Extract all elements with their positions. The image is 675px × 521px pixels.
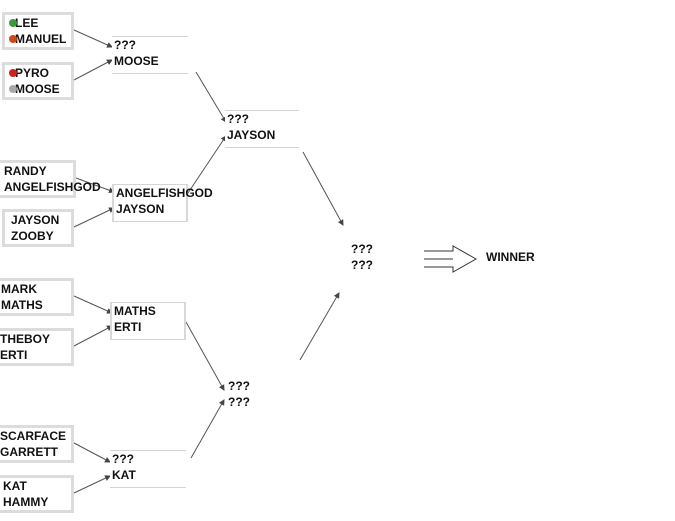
player-name: MOOSE (114, 54, 159, 68)
player-name: ??? (351, 242, 373, 256)
match-final: ??? ??? (343, 241, 393, 277)
connector-r2-3 (185, 321, 225, 391)
connector-r1-4 (73, 207, 115, 228)
player-name: ??? (227, 112, 249, 126)
match-semifinal-1: ??? JAYSON (225, 110, 299, 148)
player-name: ??? (228, 379, 250, 393)
player-name: JAYSON (227, 128, 276, 142)
player-name: MANUEL (15, 32, 67, 46)
connector-r1-6 (73, 325, 113, 347)
connector-r2-4 (190, 399, 225, 459)
player-name: ANGELFISHGOD (4, 180, 101, 194)
player-name: ??? (112, 452, 134, 466)
connector-sf-2 (299, 292, 340, 361)
player-name: KAT (112, 468, 136, 482)
player-name: ??? (351, 258, 373, 272)
connector-r1-7 (73, 442, 111, 463)
connector-r2-2 (185, 135, 227, 197)
match-r1-1: LEE MANUEL (2, 12, 74, 50)
player-name: MATHS (1, 298, 43, 312)
match-r1-7: SCARFACE GARRETT (0, 425, 74, 463)
player-name: ERTI (0, 348, 28, 362)
match-r1-5: MARK MATHS (0, 278, 74, 316)
player-name: MOOSE (15, 82, 60, 96)
player-name: HAMMY (3, 495, 49, 509)
player-name: JAYSON (116, 202, 165, 216)
player-name: KAT (3, 479, 27, 493)
match-r2-2: ANGELFISHGOD JAYSON (112, 184, 213, 222)
match-r2-1: ??? MOOSE (112, 36, 188, 74)
winner-arrow-icon (424, 245, 478, 273)
player-name: MARK (1, 282, 37, 296)
player-name: ZOOBY (11, 229, 54, 243)
match-r2-3: MATHS ERTI (110, 302, 186, 340)
connector-r2-1 (195, 71, 227, 123)
connector-r1-5 (73, 295, 113, 314)
match-r1-2: PYRO MOOSE (2, 62, 74, 100)
player-flag-icon (9, 69, 17, 77)
player-name: PYRO (15, 66, 50, 80)
player-name: SCARFACE (0, 429, 67, 443)
match-semifinal-2: ??? ??? (225, 378, 299, 414)
player-name: RANDY (4, 164, 47, 178)
connector-r1-1 (73, 29, 113, 48)
player-flag-icon (9, 19, 17, 27)
player-name: ERTI (114, 320, 142, 334)
match-r1-6: THEBOY ERTI (0, 328, 74, 366)
connector-r1-3 (75, 177, 115, 194)
player-name: ??? (114, 38, 136, 52)
connector-r1-8 (73, 475, 111, 494)
match-r1-8: KAT HAMMY (0, 475, 74, 513)
player-flag-icon (9, 35, 17, 43)
connector-r1-2 (73, 59, 113, 81)
winner-label: WINNER (486, 250, 535, 264)
player-name: MATHS (114, 304, 156, 318)
player-flag-icon (9, 85, 17, 93)
connector-sf-1 (302, 151, 344, 226)
match-r1-3: RANDY ANGELFISHGOD (0, 160, 101, 198)
player-name: LEE (15, 16, 39, 30)
player-name: GARRETT (0, 445, 58, 459)
player-name: THEBOY (0, 332, 51, 346)
match-r1-4: JAYSON ZOOBY (2, 209, 74, 247)
player-name: JAYSON (11, 213, 60, 227)
match-r2-4: ??? KAT (110, 450, 186, 488)
player-name: ANGELFISHGOD (116, 186, 213, 200)
player-name: ??? (228, 395, 250, 409)
